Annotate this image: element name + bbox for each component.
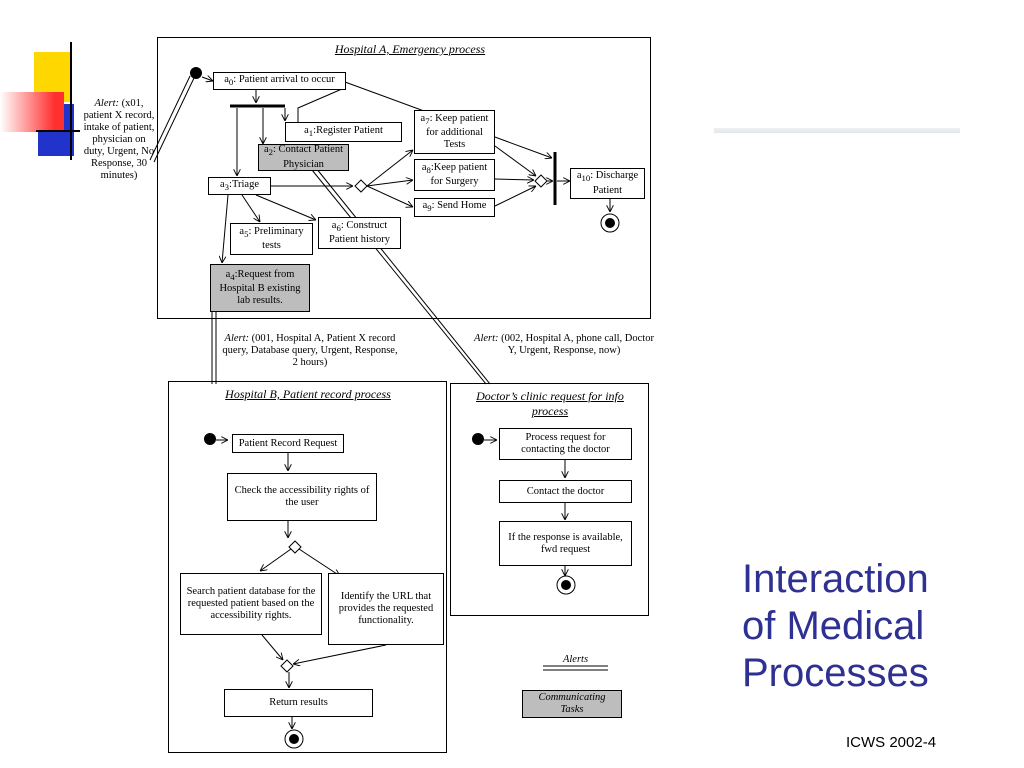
activity-a2: a2: Contact Patient Physician — [258, 144, 349, 171]
clinic-n3-label: If the response is available, fwd reques… — [508, 531, 623, 555]
hospital-b-identify-url: Identify the URL that provides the reque… — [328, 573, 444, 645]
activity-a5-id: a — [239, 225, 245, 237]
hospital-b-n1-label: Patient Record Request — [238, 437, 338, 449]
activity-a8-id: a — [421, 161, 427, 173]
activity-a5: a5: Preliminary tests — [230, 223, 313, 255]
hospital-b-check-rights: Check the accessibility rights of the us… — [227, 473, 377, 521]
activity-a4-sub: 4 — [230, 272, 235, 283]
activity-a10: a10: Discharge Patient — [570, 168, 645, 199]
deco-red-gradient — [0, 92, 64, 132]
clinic-frame — [450, 383, 649, 616]
deco-horizontal-line — [36, 130, 80, 132]
hospital-b-n3-label: Search patient database for the requeste… — [186, 586, 316, 621]
hospital-b-n5-label: Return results — [269, 697, 328, 708]
activity-a1-id: a — [304, 124, 309, 136]
activity-a7: a7: Keep patient for additional Tests — [414, 110, 495, 154]
activity-a6-sub: 6 — [336, 223, 341, 234]
slide-title-line-3: Processes — [742, 651, 929, 695]
activity-a7-id: a — [420, 112, 426, 124]
alert-left: Alert: (x01, patient X record, intake of… — [82, 98, 156, 182]
activity-a5-sub: 5 — [244, 229, 249, 240]
activity-a3-id: a — [220, 178, 225, 190]
activity-a9-id: a — [422, 200, 428, 212]
clinic-n2-label: Contact the doctor — [526, 485, 605, 497]
slide-title-line-1: Interaction — [742, 557, 929, 601]
activity-a5-label: : Preliminary tests — [248, 225, 304, 252]
clinic-fwd-request: If the response is available, fwd reques… — [499, 521, 632, 566]
clinic-process-request: Process request for contacting the docto… — [499, 428, 632, 460]
activity-a4-id: a — [225, 268, 231, 280]
activity-a4: a4:Request from Hospital B existing lab … — [210, 264, 310, 312]
activity-a6-id: a — [331, 219, 337, 231]
activity-a0: a0: Patient arrival to occur — [213, 72, 346, 90]
hospital-b-title: Hospital B, Patient record process — [225, 387, 391, 401]
alert-mid-label: Alert: — [224, 333, 250, 344]
activity-a0-sub: 0 — [228, 77, 234, 88]
activity-a3: a3:Triage — [208, 177, 271, 195]
activity-a7-label: : Keep patient for additional Tests — [426, 112, 489, 151]
deco-vertical-line — [70, 42, 72, 160]
activity-a9-label: : Send Home — [431, 200, 487, 212]
clinic-title: Doctor’s clinic request for info process — [476, 389, 624, 418]
activity-a10-id: a — [576, 170, 582, 182]
activity-a3-sub: 3 — [224, 182, 230, 193]
hospital-b-search-database: Search patient database for the requeste… — [180, 573, 322, 635]
activity-a1-sub: 1 — [308, 128, 314, 139]
activity-a9: a9: Send Home — [414, 198, 495, 217]
activity-a8-label: :Keep patient for Surgery — [430, 161, 488, 188]
hospital-b-n4-label: Identify the URL that provides the reque… — [338, 591, 434, 626]
activity-a10-label: : Discharge Patient — [590, 170, 639, 196]
legend-tasks-label: Communicating Tasks — [538, 692, 606, 715]
clinic-n1-label: Process request for contacting the docto… — [521, 432, 610, 455]
slide-title: Interaction of Medical Processes — [742, 556, 929, 697]
slide-footer: ICWS 2002-4 — [846, 734, 937, 751]
alert-right-label: Alert: — [474, 333, 499, 344]
legend-communicating-tasks: Communicating Tasks — [522, 690, 622, 718]
slide-title-line-2: of Medical — [742, 604, 925, 648]
start-node-b — [204, 433, 216, 445]
alert-right-text: (002, Hospital A, phone call, Doctor Y, … — [498, 333, 654, 356]
activity-a2-id: a — [263, 144, 269, 156]
activity-a7-sub: 7 — [425, 116, 430, 127]
hospital-b-frame — [168, 381, 447, 753]
hospital-a-frame — [157, 37, 651, 319]
activity-a3-label: :Triage — [229, 178, 259, 190]
activity-a2-sub: 2 — [268, 147, 274, 158]
hospital-b-return-results: Return results — [224, 689, 373, 717]
activity-a0-id: a — [224, 73, 229, 85]
activity-a6: a6: Construct Patient history — [318, 217, 401, 249]
activity-a6-label: : Construct Patient history — [329, 219, 390, 246]
activity-a0-label: : Patient arrival to occur — [233, 73, 335, 85]
clinic-contact-doctor: Contact the doctor — [499, 480, 632, 503]
activity-a1: a1:Register Patient — [285, 122, 402, 142]
alert-mid: Alert: (001, Hospital A, Patient X recor… — [222, 333, 398, 369]
alert-left-text: (x01, patient X record, intake of patien… — [83, 98, 155, 181]
deco-divider-line — [714, 128, 960, 133]
start-node-a — [190, 67, 202, 79]
alert-right: Alert: (002, Hospital A, phone call, Doc… — [474, 333, 654, 357]
hospital-b-n2-label: Check the accessibility rights of the us… — [234, 485, 370, 508]
activity-a8-sub: 8 — [426, 165, 431, 176]
legend-alerts-label: Alerts — [562, 654, 589, 665]
hospital-a-title: Hospital A, Emergency process — [334, 42, 486, 56]
activity-a8: a8:Keep patient for Surgery — [414, 159, 495, 191]
alert-left-label: Alert: — [94, 98, 120, 109]
start-node-clinic — [472, 433, 484, 445]
alert-mid-text: (001, Hospital A, Patient X record query… — [222, 333, 398, 368]
activity-a4-label: :Request from Hospital B existing lab re… — [219, 268, 301, 307]
activity-a10-sub: 10 — [581, 173, 591, 184]
hospital-b-patient-record-request: Patient Record Request — [232, 434, 344, 453]
activity-a1-label: :Register Patient — [313, 124, 383, 136]
activity-a9-sub: 9 — [427, 203, 432, 214]
activity-a2-label: : Contact Patient Physician — [273, 144, 344, 170]
